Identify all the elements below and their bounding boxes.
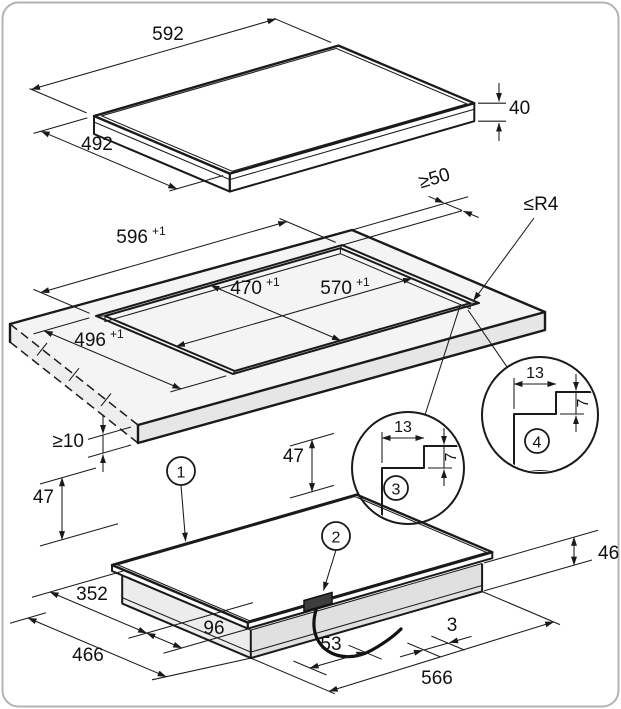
detail-4-number-circle [524, 428, 550, 454]
detail-4-number: 4 [533, 435, 542, 452]
dim-cooktop-depth: 492 [33, 117, 224, 192]
mains-connection-box [303, 591, 333, 613]
cable-side-label: 3 [447, 615, 458, 636]
dim-body-height: 46 [483, 529, 619, 592]
cooktop-width-label: 592 [152, 24, 184, 45]
dim-inner-width: 570 +1 [175, 275, 413, 347]
detail-3-step-width: 13 [394, 419, 412, 436]
tiled-worktop-section-profile [513, 391, 596, 471]
dim-rear-clearance: ≥50 [341, 164, 479, 246]
corner-radius-callout: ≤R4 [473, 194, 559, 301]
corner-radius-label: ≤R4 [524, 194, 559, 215]
cutout-depth-tolerance: +1 [110, 327, 124, 341]
cutout-depth-label: 496 [74, 330, 106, 351]
detail-4-step-depth: 7 [575, 398, 592, 407]
dim-cutout-width: 596 +1 [33, 218, 336, 314]
dim-clearance-mid: 47 [283, 432, 335, 499]
inner-width-tolerance: +1 [356, 275, 370, 289]
callout-1-number: 1 [177, 465, 186, 482]
cooktop-top-view [92, 44, 476, 193]
detail-circle-3: 13 7 3 [351, 411, 465, 525]
cable-length-label: 53 [320, 634, 341, 655]
callout-2-number: 2 [332, 530, 341, 547]
cable-offset-label: 96 [203, 618, 224, 639]
dim-body-depth: 466 [9, 612, 251, 681]
body-width-label: 566 [421, 668, 453, 689]
dim-cutout-depth: 496 +1 [33, 317, 227, 393]
dim-cooktop-width: 592 [29, 17, 332, 114]
dim-cooktop-thickness: 40 [478, 83, 530, 141]
min-thickness-label: ≥10 [52, 431, 84, 452]
detail-4-step-width: 13 [526, 365, 544, 382]
worktop-section-profile [381, 445, 462, 522]
detail-3-number-circle [383, 475, 409, 501]
depth-to-cable-label: 352 [76, 584, 108, 605]
detail-leader-lines [424, 305, 508, 415]
body-height-label: 46 [598, 543, 619, 564]
rear-clearance-label: ≥50 [416, 164, 452, 193]
detail-3-number: 3 [392, 482, 401, 499]
callout-1: 1 [166, 456, 196, 542]
body-depth-label: 466 [72, 645, 104, 666]
dim-clearance-left: 47 [33, 467, 119, 547]
detail-circle-4: 13 7 4 [481, 356, 599, 474]
clearance-left-label: 47 [33, 487, 54, 508]
inner-width-label: 570 [320, 278, 352, 299]
detail-3-step-depth: 7 [443, 452, 460, 461]
cooktop-depth-label: 492 [81, 134, 113, 155]
clearance-mid-label: 47 [283, 446, 304, 467]
inner-depth-tolerance: +1 [266, 275, 280, 289]
inner-depth-label: 470 [230, 278, 262, 299]
cutout-width-tolerance: +1 [152, 224, 166, 238]
dim-min-thickness: ≥10 [52, 416, 132, 472]
callout-2: 2 [321, 521, 351, 591]
cutout-width-label: 596 [116, 227, 148, 248]
dim-body-width: 566 [250, 591, 561, 695]
hob-body [110, 493, 494, 660]
cooktop-thickness-label: 40 [509, 98, 530, 119]
